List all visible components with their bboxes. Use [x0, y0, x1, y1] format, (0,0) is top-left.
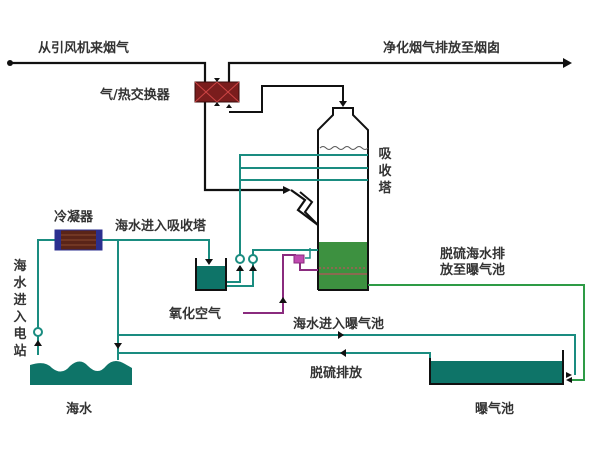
absorber-label: 吸收塔: [378, 147, 392, 196]
absorber-tower: [299, 107, 369, 291]
gas-heat-exchanger-label: 气/热交换器: [100, 88, 170, 103]
seawater-mixing-tank: [118, 239, 227, 291]
seawater-to-aeration-line: [118, 331, 576, 378]
seawater-label: 海水: [66, 402, 93, 417]
clean-gas-outlet-line: [227, 58, 572, 82]
flue-gas-in-label: 从引风机来烟气: [38, 41, 130, 56]
clean-gas-out-label: 净化烟气排放至烟囱: [383, 41, 501, 56]
desulf-seawater-label-line2: 放至曝气池: [440, 263, 506, 278]
condenser: [54, 229, 103, 251]
aeration-pond: [429, 350, 564, 385]
flue-gas-inlet-line: [7, 60, 319, 226]
desulf-discharge-label: 脱硫排放: [310, 366, 363, 381]
gas-heat-exchanger: [194, 78, 240, 108]
condenser-loop: [33, 239, 122, 360]
desulf-seawater-label-line1: 脱硫海水排: [440, 247, 506, 262]
seawater-to-plant-label: 海水进入电站: [13, 259, 27, 359]
oxidation-air-line: [243, 248, 318, 314]
seawater-to-absorber-label: 海水进入吸收塔: [115, 219, 207, 234]
absorber-spray-lines: [239, 154, 368, 262]
seawater-to-aeration-label: 海水进入曝气池: [293, 317, 385, 332]
absorber-gas-return-line: [229, 85, 347, 113]
seawater-pool: [30, 360, 132, 385]
pump-lines: [226, 249, 318, 287]
desulf-seawater-to-pond-line: [368, 284, 585, 383]
oxidation-air-label: 氧化空气: [169, 307, 222, 322]
condenser-label: 冷凝器: [54, 210, 94, 225]
desulf-discharge-line: [118, 349, 431, 358]
aeration-pond-label: 曝气池: [475, 402, 515, 417]
